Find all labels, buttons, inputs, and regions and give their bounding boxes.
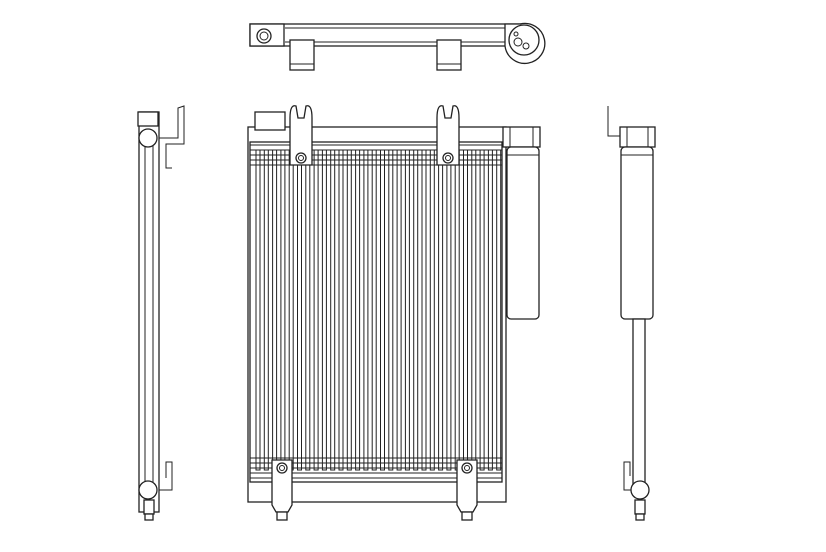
left-side-upper-pipe	[138, 128, 158, 148]
front-view	[247, 105, 541, 521]
right-side-upper-bracket	[607, 106, 620, 137]
front-bottom-bracket-left	[271, 459, 293, 513]
drier-cap	[502, 126, 541, 148]
left-side-view	[137, 105, 185, 521]
top-view	[249, 22, 546, 71]
right-receiver-drier	[620, 146, 654, 320]
top-bracket-right	[436, 39, 462, 71]
front-top-bracket-left	[289, 105, 313, 166]
right-side-lower-pipe	[630, 480, 650, 500]
left-side-lower-bracket	[159, 461, 173, 491]
inlet-block	[254, 111, 286, 131]
receiver-drier	[506, 146, 540, 320]
top-inlet-port	[256, 28, 272, 44]
top-bracket-left	[289, 39, 315, 71]
right-drier-cap	[619, 126, 656, 148]
front-top-bracket-right	[436, 105, 460, 166]
right-side-view	[607, 106, 656, 521]
left-side-upper-bracket	[159, 105, 185, 169]
front-bottom-bracket-right	[456, 459, 478, 513]
right-side-tank	[632, 318, 646, 485]
left-side-lower-pipe	[138, 480, 158, 500]
right-side-lower-bracket	[623, 461, 633, 491]
left-side-tank	[138, 111, 160, 513]
